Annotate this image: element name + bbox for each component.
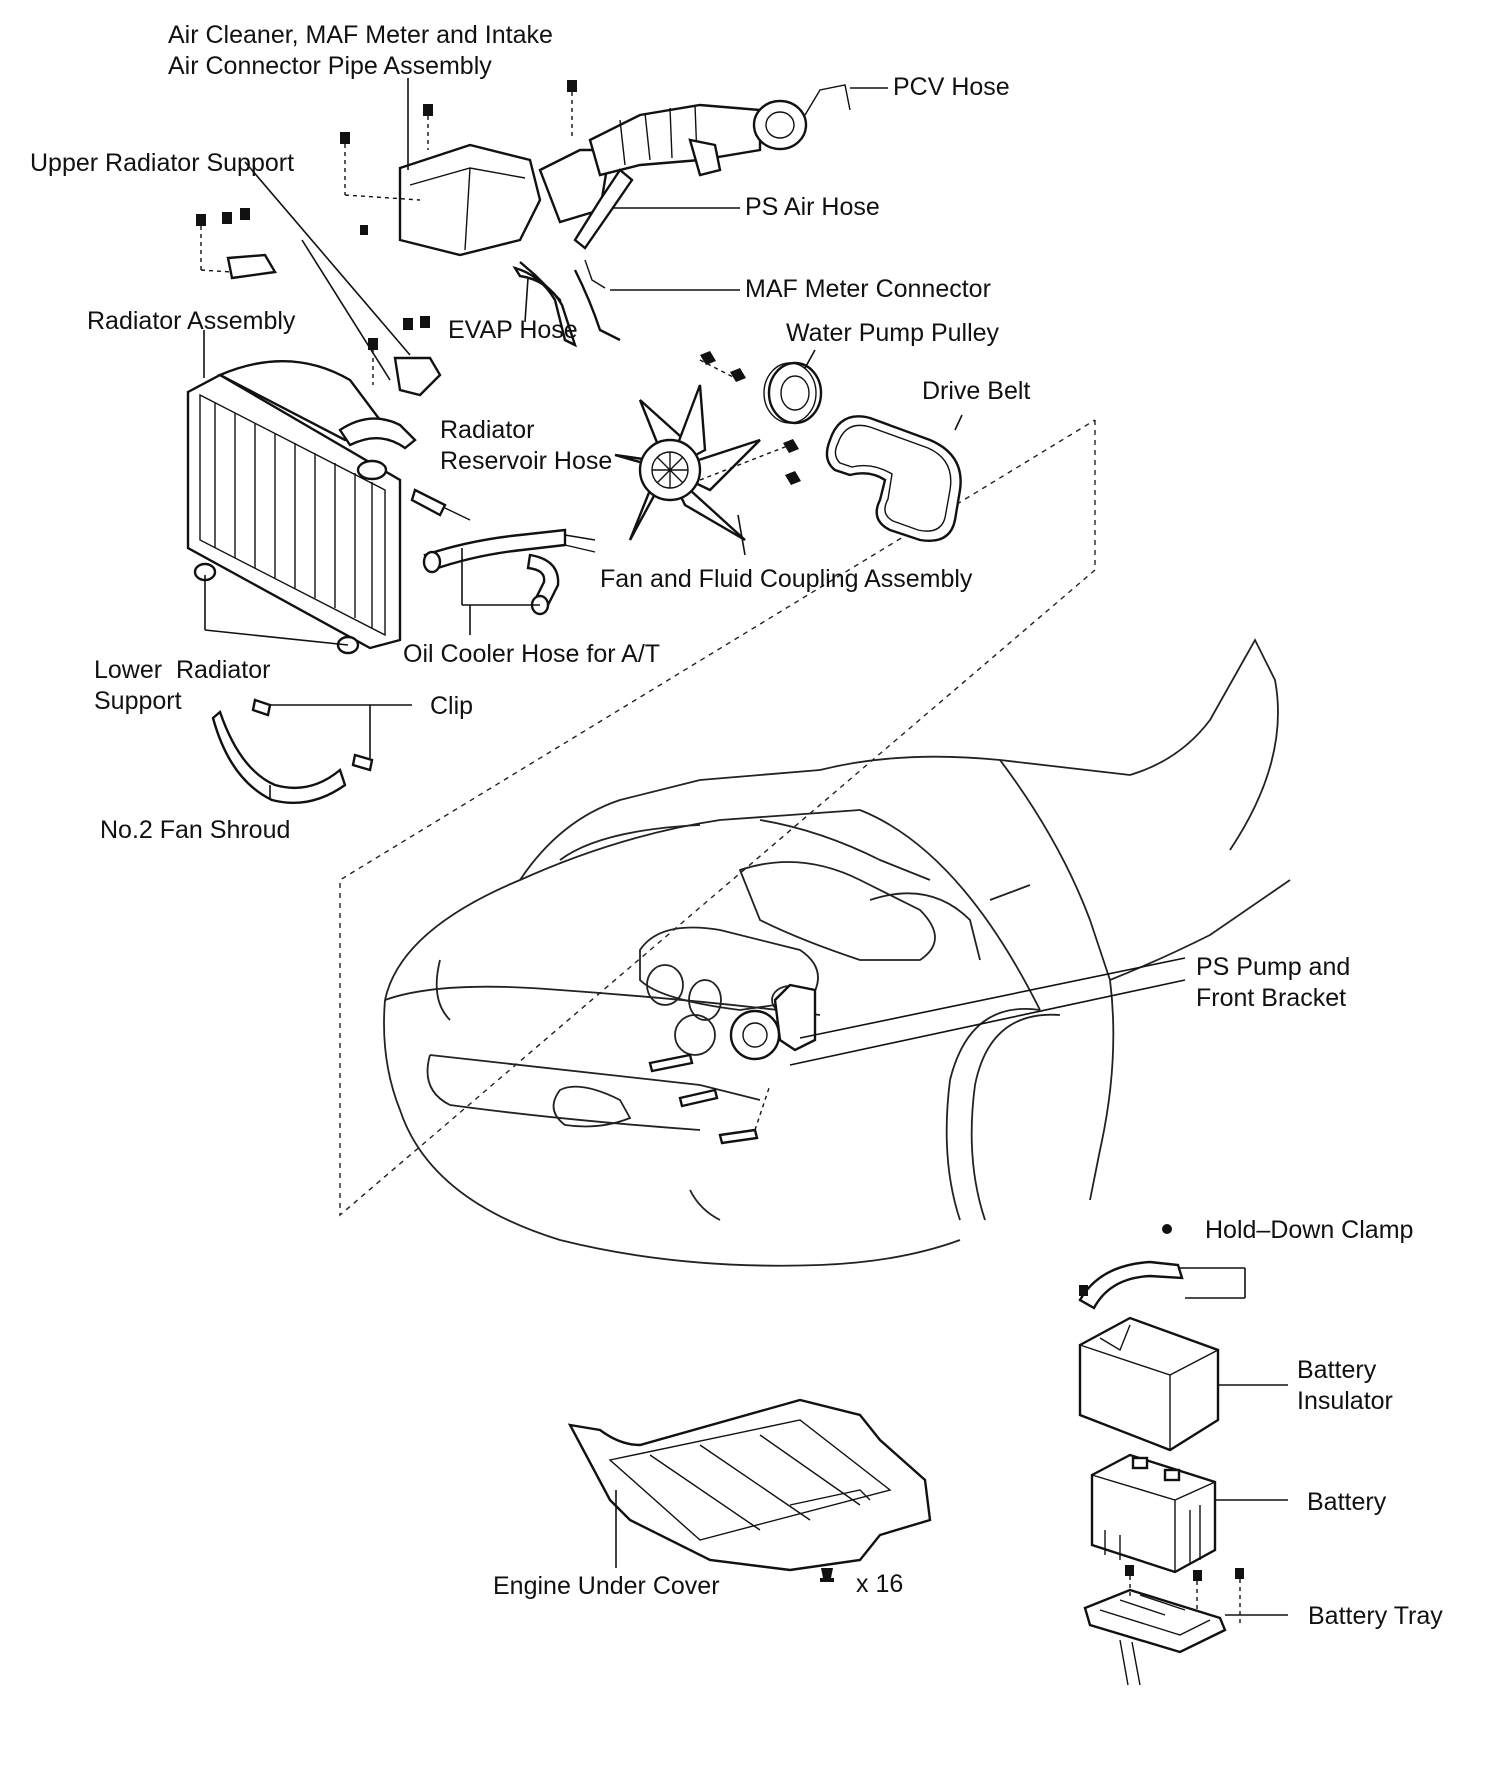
ps-pump-bolts — [648, 1053, 771, 1145]
label-fan-fluid-coupling: Fan and Fluid Coupling Assembly — [600, 565, 973, 593]
car-body — [383, 638, 1291, 1267]
label-water-pump-pulley: Water Pump Pulley — [786, 319, 1000, 347]
label-radiator-reservoir-hose-line2: Reservoir Hose — [440, 447, 613, 475]
label-engine-under-cover: Engine Under Cover — [493, 1572, 720, 1600]
label-battery-insulator: Battery Insulator — [1297, 1355, 1393, 1417]
label-radiator-reservoir-hose: Radiator Reservoir Hose — [440, 415, 612, 477]
label-lower-radiator-support-line1: Lower Radiator — [94, 656, 271, 684]
battery-tray — [1083, 1565, 1244, 1686]
label-pcv-hose: PCV Hose — [893, 73, 1010, 101]
battery-hold-down-clamp — [1078, 1224, 1184, 1310]
label-maf-meter-connector: MAF Meter Connector — [745, 275, 991, 303]
label-battery-insulator-line2: Insulator — [1297, 1387, 1393, 1415]
leader-lines — [203, 78, 1288, 1616]
label-bolt-count: x 16 — [856, 1570, 904, 1598]
fan-fluid-coupling — [614, 351, 801, 542]
label-battery-tray: Battery Tray — [1308, 1602, 1443, 1630]
upper-radiator-support — [196, 208, 442, 397]
label-radiator-reservoir-hose-line1: Radiator — [440, 416, 535, 444]
engine-under-cover — [567, 1398, 932, 1572]
label-ps-air-hose: PS Air Hose — [745, 193, 880, 221]
label-oil-cooler-hose: Oil Cooler Hose for A/T — [403, 640, 661, 668]
label-radiator-assembly: Radiator Assembly — [87, 307, 296, 335]
label-battery: Battery — [1307, 1488, 1387, 1516]
radiator-assembly — [186, 360, 471, 650]
label-air-cleaner: Air Cleaner, MAF Meter and Intake Air Co… — [168, 20, 553, 82]
water-pump-pulley — [763, 361, 823, 425]
battery-insulator — [1078, 1316, 1220, 1452]
label-battery-insulator-line1: Battery — [1297, 1356, 1377, 1384]
label-evap-hose: EVAP Hose — [448, 316, 578, 344]
evap-hose — [512, 266, 578, 348]
engine-bay — [639, 819, 1031, 1061]
label-drive-belt: Drive Belt — [922, 377, 1031, 405]
label-lower-radiator-support: Lower Radiator Support — [94, 655, 270, 717]
battery — [1090, 1453, 1217, 1574]
exploded-region-dashline — [339, 419, 1096, 1217]
label-no2-fan-shroud: No.2 Fan Shroud — [100, 816, 291, 844]
label-clip: Clip — [430, 692, 474, 720]
label-ps-pump-front-bracket-line1: PS Pump and — [1196, 953, 1351, 981]
label-air-cleaner-line1: Air Cleaner, MAF Meter and Intake — [168, 21, 553, 49]
label-hold-down-clamp: Hold–Down Clamp — [1205, 1216, 1414, 1244]
label-air-cleaner-line2: Air Connector Pipe Assembly — [168, 52, 492, 80]
no2-fan-shroud — [211, 698, 374, 804]
label-ps-pump-front-bracket-line2: Front Bracket — [1196, 984, 1347, 1012]
bolts-top — [340, 80, 577, 235]
label-lower-radiator-support-line2: Support — [94, 687, 182, 715]
air-cleaner-assembly — [398, 84, 851, 347]
label-ps-pump-front-bracket: PS Pump and Front Bracket — [1196, 952, 1350, 1014]
oil-cooler-hose — [422, 528, 596, 616]
label-upper-radiator-support: Upper Radiator Support — [30, 149, 295, 177]
under-cover-bolt-icon — [820, 1568, 834, 1582]
